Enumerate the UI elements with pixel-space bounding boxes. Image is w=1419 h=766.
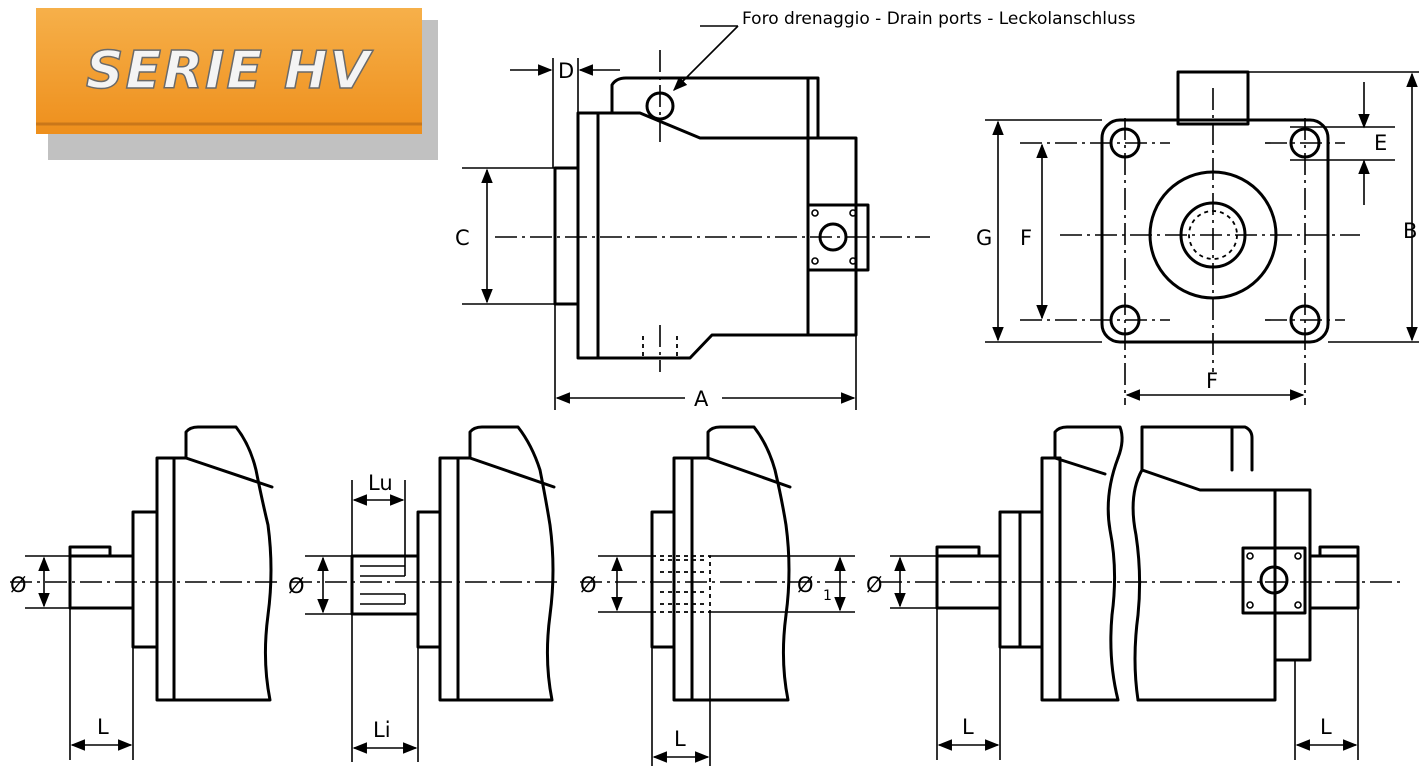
top-cover [610, 76, 820, 140]
dim-label-l-1: L [97, 715, 109, 739]
dim-label-l-3: L [674, 727, 686, 751]
banner-box [36, 8, 422, 134]
front-flange-square [1100, 118, 1330, 344]
diameter-label-4: Ø [866, 573, 883, 597]
front-flange-spigot [553, 166, 580, 306]
shaft-variant-keyed: Ø L [10, 425, 280, 760]
pump-body [596, 111, 810, 360]
drain-ports-note: Foro drenaggio - Drain ports - Leckolans… [742, 9, 1136, 29]
pump-front-view [1020, 70, 1360, 405]
mounting-flange [576, 111, 600, 360]
dim-label-f-horizontal: F [1206, 369, 1218, 393]
hollow-bore [651, 555, 711, 613]
dim-label-f-vertical: F [1020, 226, 1032, 250]
dim-label-e: E [1374, 131, 1387, 155]
dim-label-c: C [455, 226, 470, 250]
diameter1-label: Ø [797, 573, 814, 597]
diameter-label-1: Ø [10, 573, 27, 597]
diameter-label-3: Ø [580, 573, 597, 597]
dim-label-b: B [1403, 219, 1417, 243]
splined-shaft [350, 554, 420, 616]
diameter1-subscript: 1 [823, 588, 832, 604]
dim-label-a: A [694, 387, 709, 411]
shaft-variant-through-drive: Ø L L [866, 425, 1400, 760]
pump-side-view [495, 50, 930, 372]
series-title: SERIE HV [86, 41, 374, 101]
rear-port-block [806, 203, 870, 272]
through-drive-port-block [1241, 546, 1307, 615]
dim-label-lu: Lu [368, 471, 393, 495]
dim-label-li: Li [373, 718, 391, 742]
dim-label-g: G [976, 226, 992, 250]
drain-leader-arrow [672, 25, 739, 92]
series-banner: SERIE HV [36, 8, 438, 160]
dim-label-l-4b: L [1320, 715, 1332, 739]
diameter-label-2: Ø [288, 574, 305, 598]
dim-label-l-4a: L [962, 715, 974, 739]
shaft-key [68, 545, 112, 558]
shaft-variant-internal: Ø Ø 1 L [580, 425, 860, 766]
dim-label-d: D [558, 59, 574, 83]
shaft-variant-splined: Ø Lu Li [288, 425, 560, 762]
